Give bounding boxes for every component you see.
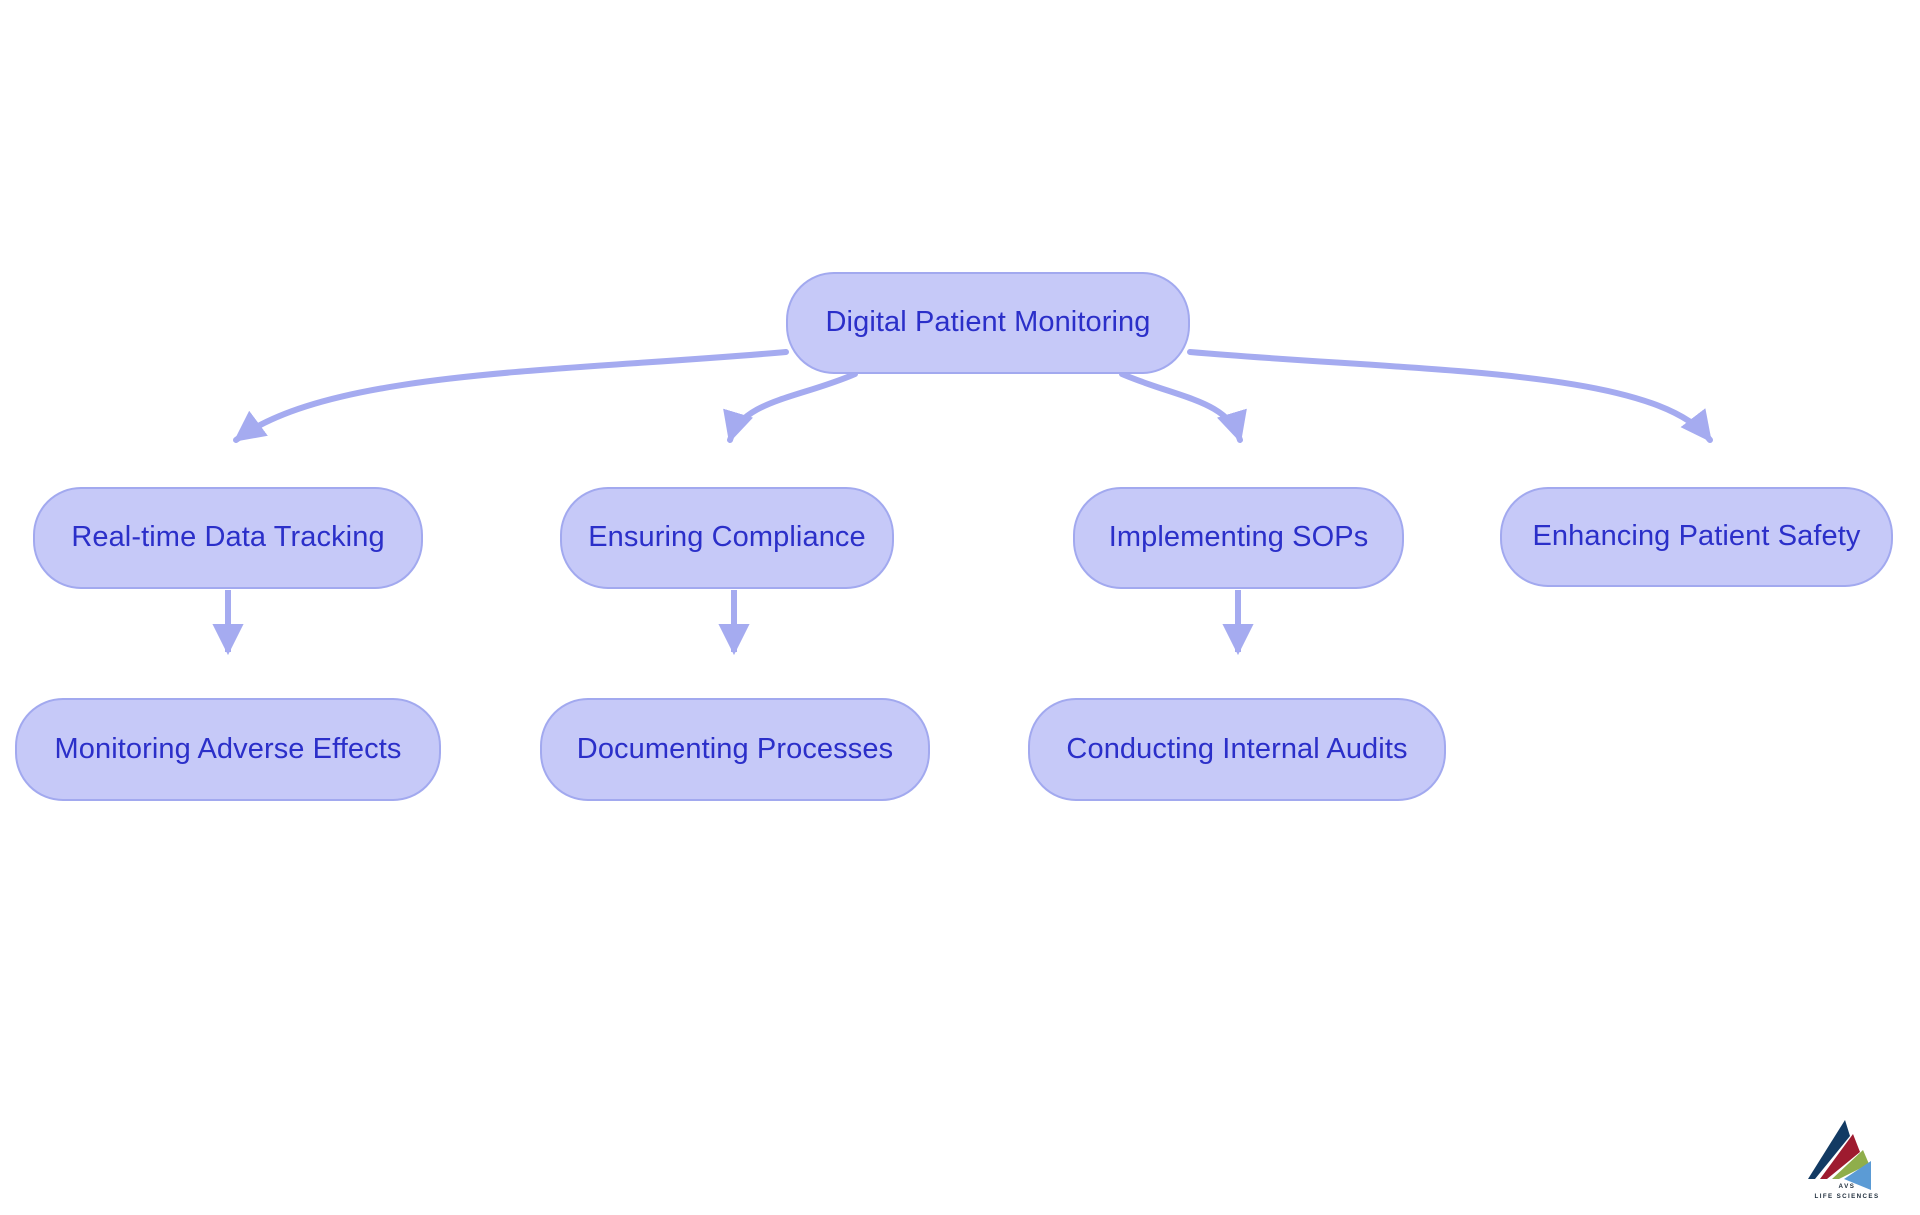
node-label: Conducting Internal Audits <box>1066 732 1408 765</box>
node-real-time-data-tracking[interactable]: Real-time Data Tracking <box>33 487 423 589</box>
logo-brand-line1: AVS <box>1838 1183 1855 1190</box>
node-label: Ensuring Compliance <box>588 521 866 554</box>
edge-root-to-real-time-data-tracking <box>233 349 789 443</box>
node-ensuring-compliance[interactable]: Ensuring Compliance <box>560 487 894 589</box>
logo-triangle-blue-icon <box>1844 1161 1871 1190</box>
node-label: Documenting Processes <box>576 732 894 765</box>
edge-root-to-ensuring-compliance <box>723 371 858 443</box>
node-label: Implementing SOPs <box>1108 521 1369 554</box>
logo-triangle-red-icon <box>1820 1134 1860 1179</box>
node-digital-patient-monitoring[interactable]: Digital Patient Monitoring <box>786 272 1190 374</box>
node-label: Real-time Data Tracking <box>71 521 385 554</box>
logo-brand-line2: LIFE SCIENCES <box>1815 1193 1880 1200</box>
node-monitoring-adverse-effects[interactable]: Monitoring Adverse Effects <box>15 698 441 801</box>
logo-mark-icon: AVS LIFE SCIENCES <box>1808 1120 1880 1200</box>
node-label: Enhancing Patient Safety <box>1532 520 1861 553</box>
edge-root-to-enhancing-patient-safety <box>1187 349 1713 443</box>
node-conducting-internal-audits[interactable]: Conducting Internal Audits <box>1028 698 1446 801</box>
logo-triangle-olive-icon <box>1832 1150 1869 1179</box>
avs-life-sciences-logo: AVS LIFE SCIENCES <box>1798 1112 1898 1204</box>
node-label: Digital Patient Monitoring <box>825 306 1151 339</box>
node-documenting-processes[interactable]: Documenting Processes <box>540 698 930 801</box>
node-label: Monitoring Adverse Effects <box>54 732 402 765</box>
edge-root-to-implementing-sops <box>1119 371 1247 443</box>
node-enhancing-patient-safety[interactable]: Enhancing Patient Safety <box>1500 487 1893 587</box>
node-implementing-sops[interactable]: Implementing SOPs <box>1073 487 1404 589</box>
logo-triangle-navy-icon <box>1808 1120 1850 1179</box>
